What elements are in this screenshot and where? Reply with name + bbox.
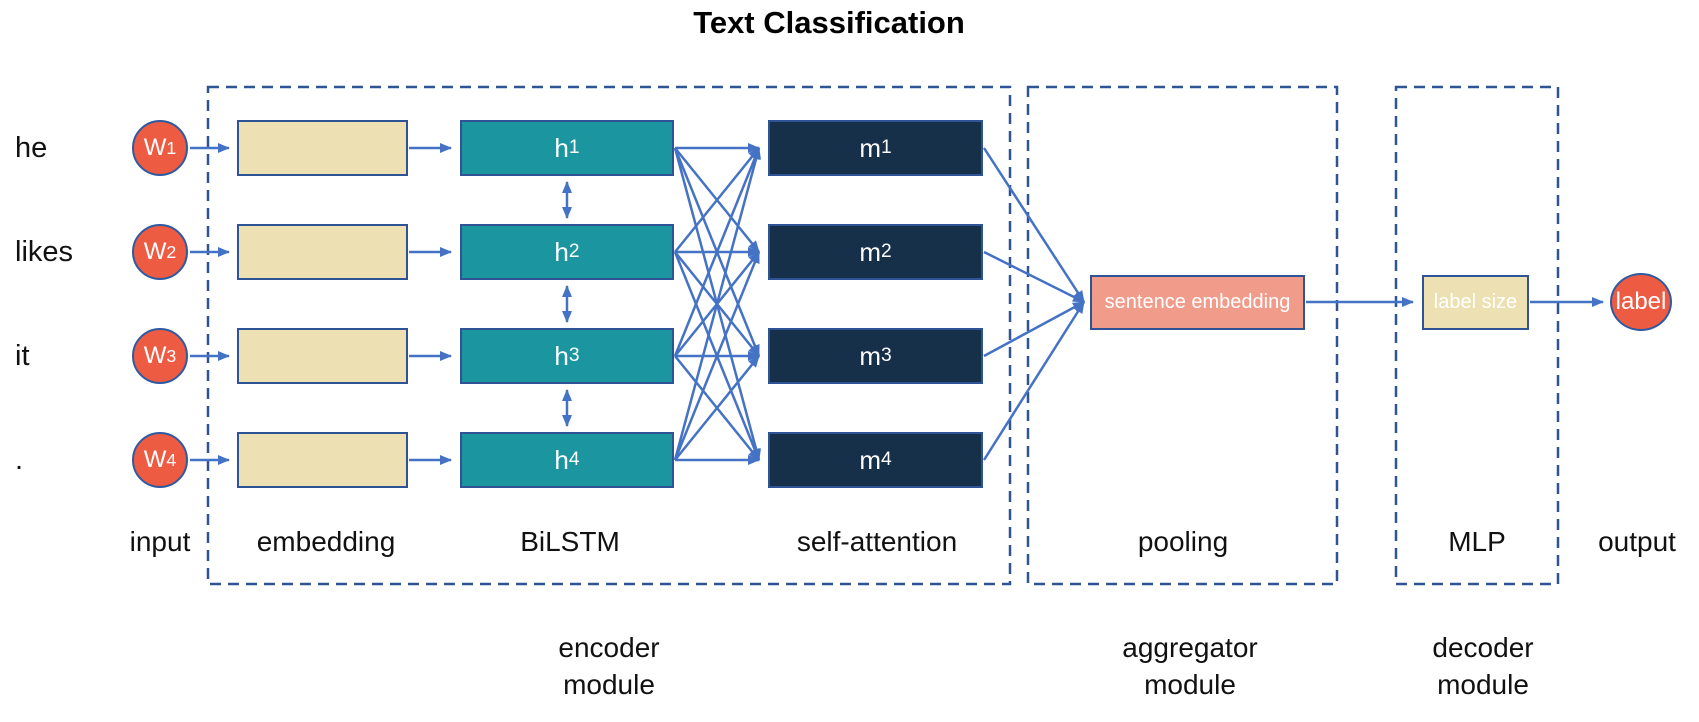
column-label-input: input: [129, 526, 191, 557]
column-label-self-attention: self-attention: [796, 526, 958, 557]
input-word: likes: [15, 236, 74, 268]
input-word: it: [15, 340, 30, 372]
column-label-pooling: pooling: [1137, 526, 1229, 557]
column-label-mlp: MLP: [1448, 526, 1506, 557]
attention-to-pooling-arrows: [982, 147, 1086, 461]
aggregator-module-boundary: [1026, 85, 1339, 586]
label-size-box: label size: [1422, 275, 1529, 330]
embedding-box-1: [237, 120, 408, 176]
encoder-module-label: encoder module: [558, 632, 660, 700]
input-word: he: [15, 132, 48, 164]
decoder-module-boundary: [1394, 85, 1560, 586]
input-to-embedding-arrows: [190, 143, 230, 465]
column-label-output: output: [1598, 526, 1676, 557]
aggregator-module-label: aggregator module: [1122, 632, 1258, 700]
decoder-module-label: decoder module: [1432, 632, 1534, 700]
diagram-title: Text Classification: [693, 5, 965, 40]
embedding-to-bilstm-arrows: [409, 143, 452, 465]
embedding-box-3: [237, 328, 408, 384]
embedding-box-2: [237, 224, 408, 280]
input-word: .: [15, 444, 24, 476]
column-label-bilstm: BiLSTM: [520, 526, 620, 557]
column-label-embedding: embedding: [256, 526, 396, 557]
embedding-box-4: [237, 432, 408, 488]
bilstm-to-attention-arrows: [673, 143, 761, 465]
output-label-node: label: [1610, 273, 1672, 331]
sentence-embedding-box: sentence embedding: [1090, 275, 1305, 330]
encoder-module-boundary: [206, 85, 1012, 586]
